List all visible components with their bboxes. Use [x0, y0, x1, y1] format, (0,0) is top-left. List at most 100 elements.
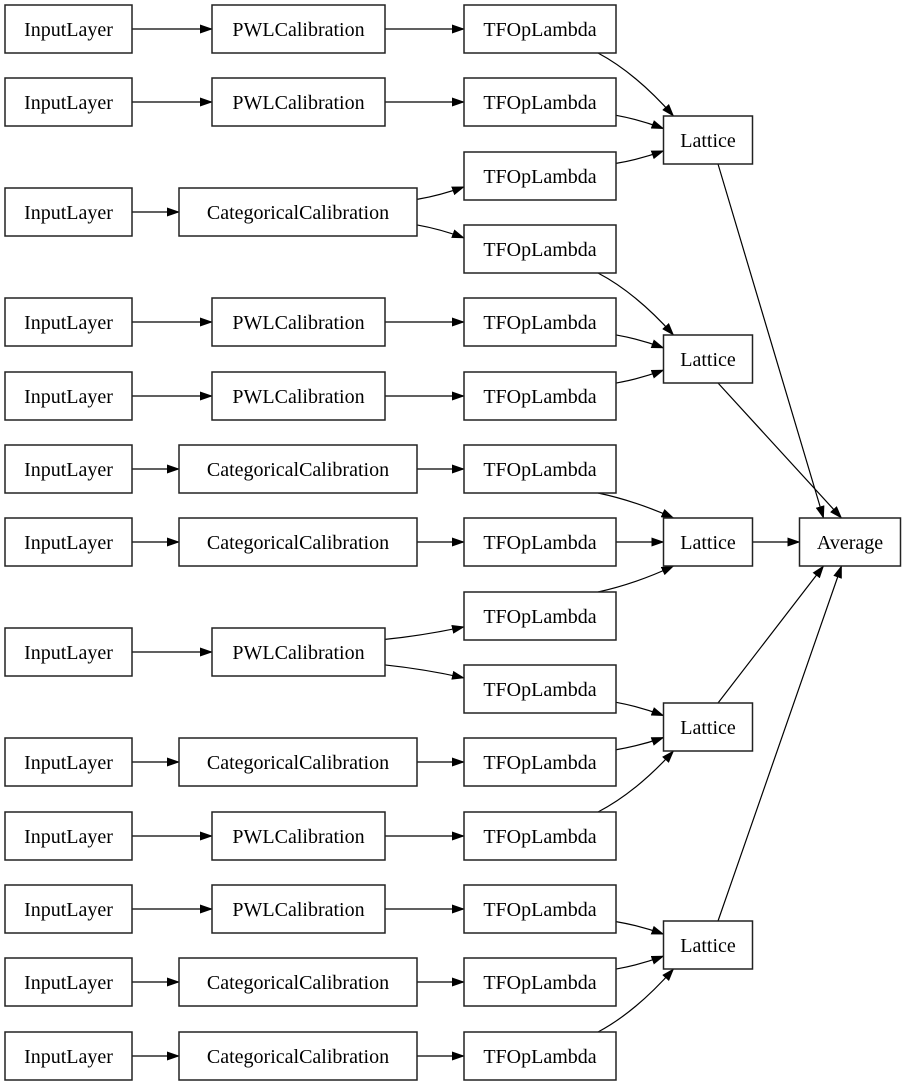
node-cal9: CategoricalCalibration [178, 737, 418, 787]
node-label-il9: InputLayer [24, 752, 113, 774]
node-box-lat5 [662, 920, 754, 970]
node-label-t3: TFOpLambda [483, 166, 596, 188]
node-box-cal2 [211, 77, 386, 127]
node-t8: TFOpLambda [463, 517, 617, 567]
node-il1: InputLayer [4, 4, 133, 54]
node-box-cal7 [178, 517, 418, 567]
node-box-cal5 [211, 371, 386, 421]
node-label-il1: InputLayer [24, 19, 113, 41]
node-cal6: CategoricalCalibration [178, 444, 418, 494]
node-label-cal7: CategoricalCalibration [207, 532, 389, 554]
node-box-t10 [463, 664, 617, 714]
edge-t7-to-lat3 [597, 492, 675, 519]
edge-t5-to-lat2 [615, 334, 665, 349]
node-lat1: Lattice [662, 115, 754, 165]
node-label-lat2: Lattice [680, 349, 736, 371]
edge-lat1-to-avg [717, 163, 825, 519]
node-box-t4 [463, 224, 617, 274]
node-t1: TFOpLambda [463, 4, 617, 54]
node-box-cal12 [178, 957, 418, 1007]
node-box-cal8 [211, 627, 386, 677]
node-box-t5 [463, 297, 617, 347]
edge-t3-to-lat1 [615, 150, 665, 164]
node-box-il1 [4, 4, 133, 54]
node-box-il3 [4, 187, 133, 237]
node-box-il9 [4, 737, 133, 787]
node-label-t10: TFOpLambda [483, 679, 596, 701]
node-box-avg [798, 517, 902, 567]
edge-cal8-to-t9 [384, 624, 465, 640]
node-label-t5: TFOpLambda [483, 312, 596, 334]
edge-t13-to-lat5 [615, 921, 665, 935]
node-label-t1: TFOpLambda [483, 19, 596, 41]
node-box-il7 [4, 517, 133, 567]
edge-cal3-to-t3 [416, 186, 465, 200]
node-label-cal2: PWLCalibration [232, 92, 364, 114]
node-label-t4: TFOpLambda [483, 239, 596, 261]
node-t13: TFOpLambda [463, 884, 617, 934]
node-cal13: CategoricalCalibration [178, 1031, 418, 1081]
node-cal8: PWLCalibration [211, 627, 386, 677]
node-box-cal4 [211, 297, 386, 347]
node-label-cal3: CategoricalCalibration [207, 202, 389, 224]
node-t15: TFOpLambda [463, 1031, 617, 1081]
node-label-il2: InputLayer [24, 92, 113, 114]
node-cal12: CategoricalCalibration [178, 957, 418, 1007]
edge-lat2-to-avg [717, 382, 843, 519]
node-label-t9: TFOpLambda [483, 606, 596, 628]
node-lat2: Lattice [662, 334, 754, 384]
node-box-lat4 [662, 702, 754, 752]
node-box-t12 [463, 811, 617, 861]
node-box-t1 [463, 4, 617, 54]
node-label-il4: InputLayer [24, 312, 113, 334]
node-t7: TFOpLambda [463, 444, 617, 494]
node-label-t6: TFOpLambda [483, 386, 596, 408]
node-label-cal9: CategoricalCalibration [207, 752, 389, 774]
node-avg: Average [798, 517, 902, 567]
node-t12: TFOpLambda [463, 811, 617, 861]
node-box-lat3 [662, 517, 754, 567]
node-t9: TFOpLambda [463, 591, 617, 641]
node-label-lat3: Lattice [680, 532, 736, 554]
node-label-il12: InputLayer [24, 972, 113, 994]
node-box-t6 [463, 371, 617, 421]
node-box-cal3 [178, 187, 418, 237]
node-t4: TFOpLambda [463, 224, 617, 274]
node-box-cal6 [178, 444, 418, 494]
edge-cal3-to-t4 [416, 224, 465, 239]
node-box-il12 [4, 957, 133, 1007]
node-label-il5: InputLayer [24, 386, 113, 408]
node-label-lat4: Lattice [680, 717, 736, 739]
node-label-cal8: PWLCalibration [232, 642, 364, 664]
edge-t11-to-lat4 [615, 736, 665, 751]
node-box-lat1 [662, 115, 754, 165]
node-label-cal5: PWLCalibration [232, 386, 364, 408]
node-box-cal10 [211, 811, 386, 861]
node-label-cal13: CategoricalCalibration [207, 1046, 389, 1068]
node-box-cal11 [211, 884, 386, 934]
node-box-il13 [4, 1031, 133, 1081]
edge-t12-to-lat4 [597, 750, 675, 813]
node-cal1: PWLCalibration [211, 4, 386, 54]
node-t3: TFOpLambda [463, 151, 617, 201]
node-t5: TFOpLambda [463, 297, 617, 347]
edge-cal8-to-t10 [384, 664, 465, 680]
node-cal5: PWLCalibration [211, 371, 386, 421]
node-box-t7 [463, 444, 617, 494]
node-label-t11: TFOpLambda [483, 752, 596, 774]
node-box-t13 [463, 884, 617, 934]
node-label-cal11: PWLCalibration [232, 899, 364, 921]
node-box-il4 [4, 297, 133, 347]
node-lat5: Lattice [662, 920, 754, 970]
node-box-cal1 [211, 4, 386, 54]
node-box-cal13 [178, 1031, 418, 1081]
node-label-t8: TFOpLambda [483, 532, 596, 554]
node-il3: InputLayer [4, 187, 133, 237]
node-label-il7: InputLayer [24, 532, 113, 554]
node-il5: InputLayer [4, 371, 133, 421]
node-label-il11: InputLayer [24, 899, 113, 921]
node-il11: InputLayer [4, 884, 133, 934]
node-label-cal10: PWLCalibration [232, 826, 364, 848]
